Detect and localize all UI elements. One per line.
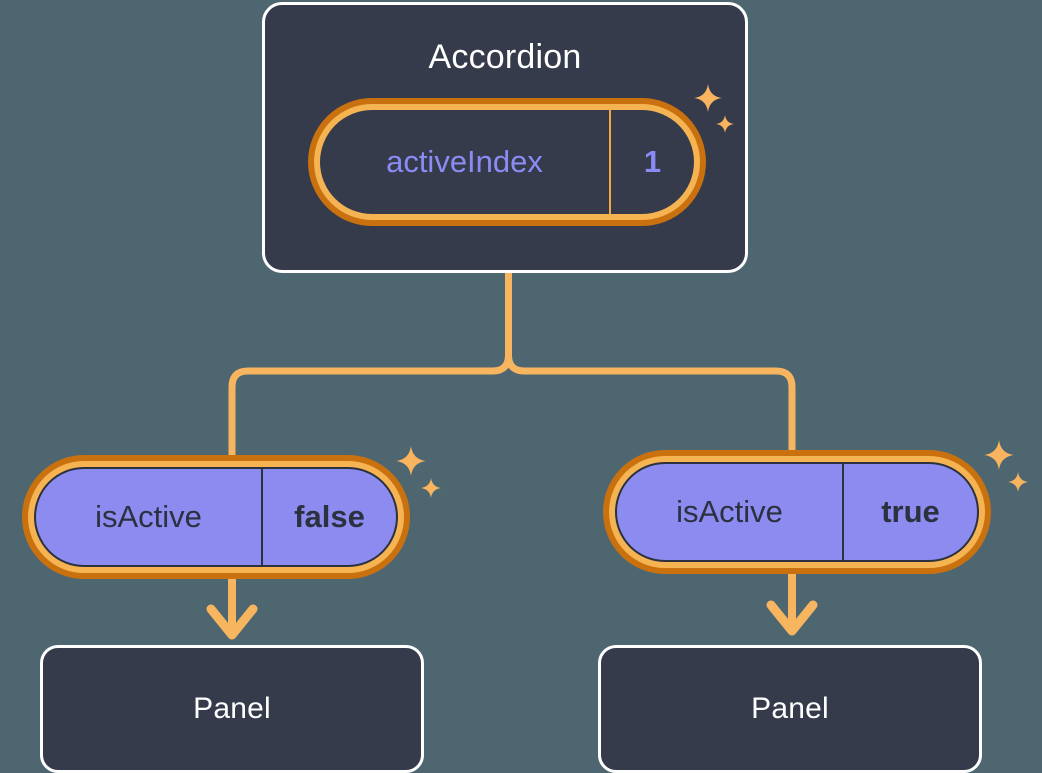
component-node-panel-right[interactable]: Panel — [598, 645, 982, 773]
state-pill-isactive-false[interactable]: isActive false — [22, 455, 410, 579]
sparkle-small-icon — [421, 478, 441, 498]
edge-root-to-branch-right — [505, 351, 796, 454]
state-pill-isactive-true[interactable]: isActive true — [603, 450, 991, 574]
component-title: Panel — [751, 692, 829, 725]
state-pill-body: isActive true — [615, 462, 979, 562]
prop-value: 1 — [643, 144, 662, 179]
prop-pill-body: activeIndex 1 — [320, 110, 694, 214]
state-value: false — [294, 499, 365, 534]
component-title: Panel — [193, 692, 271, 725]
arrow-right-to-panel — [766, 574, 818, 636]
state-pill-body: isActive false — [34, 467, 398, 567]
state-key: isActive — [36, 469, 263, 565]
sparkle-icon — [396, 446, 426, 476]
component-title: Accordion — [428, 38, 582, 76]
state-key: isActive — [617, 464, 844, 560]
sparkle-small-icon — [1008, 472, 1028, 492]
component-node-panel-left[interactable]: Panel — [40, 645, 424, 773]
edge-root-to-branches — [228, 269, 512, 459]
prop-pill-activeindex[interactable]: activeIndex 1 — [308, 98, 706, 226]
prop-key: activeIndex — [320, 110, 611, 214]
arrow-left-to-panel — [206, 578, 258, 640]
sparkle-icon — [984, 440, 1014, 470]
state-value: true — [881, 494, 940, 529]
